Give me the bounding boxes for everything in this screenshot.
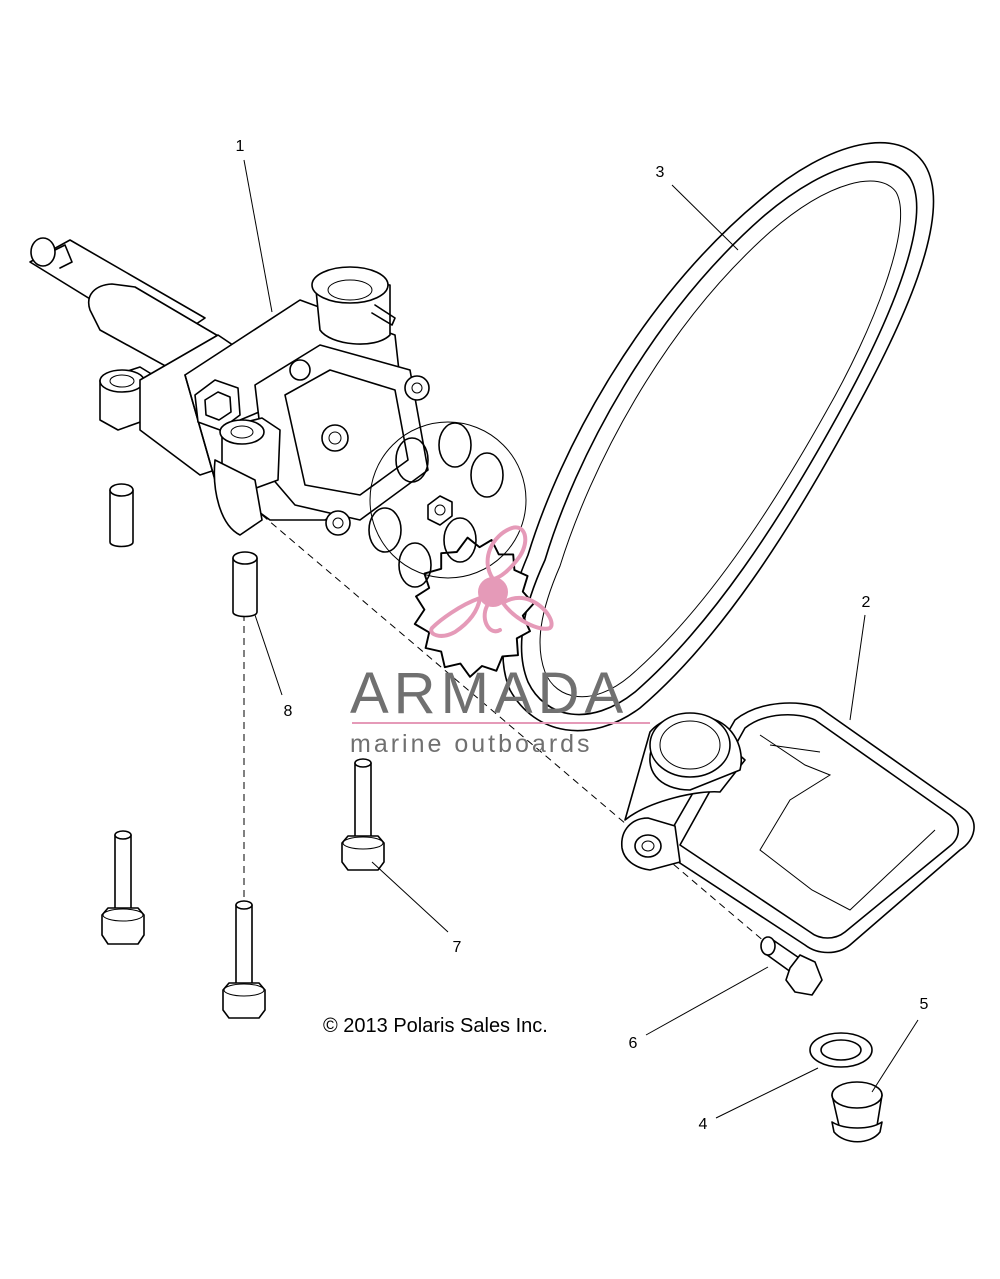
oil-pump: [29, 237, 535, 678]
leader-line-7: [371, 861, 449, 933]
bolt-left: [101, 830, 145, 945]
watermark-divider: [352, 722, 650, 724]
leader-line-1: [243, 159, 273, 313]
leader-line-8: [254, 614, 283, 696]
callout-8: 8: [283, 703, 293, 720]
dowel-pin-left: [109, 483, 134, 548]
oil-pickup-strainer: [621, 702, 975, 954]
watermark-tagline: marine outboards: [350, 730, 593, 758]
watermark-propeller-logo: [429, 525, 554, 638]
leader-line-3: [671, 184, 739, 251]
copyright-notice: © 2013 Polaris Sales Inc.: [323, 1015, 548, 1037]
leader-line-6: [645, 966, 769, 1036]
watermark-brand-name: ARMADA: [350, 661, 629, 726]
drive-belt: [502, 141, 935, 732]
washer: [809, 1032, 873, 1068]
pickup-bolt: [760, 936, 823, 996]
leader-line-5: [871, 1019, 919, 1093]
callout-1: 1: [235, 138, 245, 155]
bolt-right: [341, 758, 385, 871]
callout-7: 7: [452, 939, 462, 956]
callout-6: 6: [628, 1035, 638, 1052]
callout-5: 5: [919, 996, 929, 1013]
alignment-line-pickup-bolt: [261, 514, 773, 949]
drain-plug: [831, 1081, 883, 1143]
callout-4: 4: [698, 1116, 708, 1133]
callout-2: 2: [861, 594, 871, 611]
dowel-pin-right: [232, 551, 258, 618]
bolt-center: [222, 900, 266, 1019]
callout-3: 3: [655, 164, 665, 181]
leader-line-4: [715, 1067, 819, 1119]
leader-line-2: [849, 614, 866, 721]
